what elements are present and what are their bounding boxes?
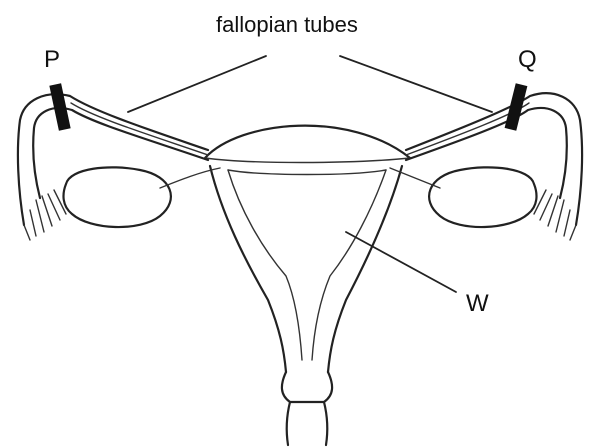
uterine-cavity-right <box>312 170 386 360</box>
uterus-inner-line <box>205 158 410 163</box>
label-q: Q <box>518 48 537 72</box>
uterus-fundus <box>205 126 410 158</box>
tubes-pointer-left <box>128 56 266 112</box>
tubes-pointer-right <box>340 56 492 112</box>
left-ovary <box>64 167 171 227</box>
left-tube-upper <box>18 94 208 225</box>
label-w: W <box>466 292 489 316</box>
uterine-cavity-left <box>228 170 302 360</box>
vagina-right <box>324 402 327 445</box>
fallopian-tubes-label: fallopian tubes <box>216 14 358 36</box>
vagina-left <box>287 402 290 445</box>
uterus-left-wall <box>210 166 286 372</box>
clip-p <box>49 83 70 130</box>
right-ovary <box>429 167 536 227</box>
left-fimbriae <box>24 190 66 240</box>
right-fimbriae <box>534 190 576 240</box>
label-p: P <box>44 48 60 72</box>
uterus-right-wall <box>328 166 402 372</box>
cervix <box>282 372 332 402</box>
uterine-cavity-top <box>228 170 386 175</box>
w-pointer <box>346 232 456 292</box>
left-tube-core <box>71 103 208 155</box>
